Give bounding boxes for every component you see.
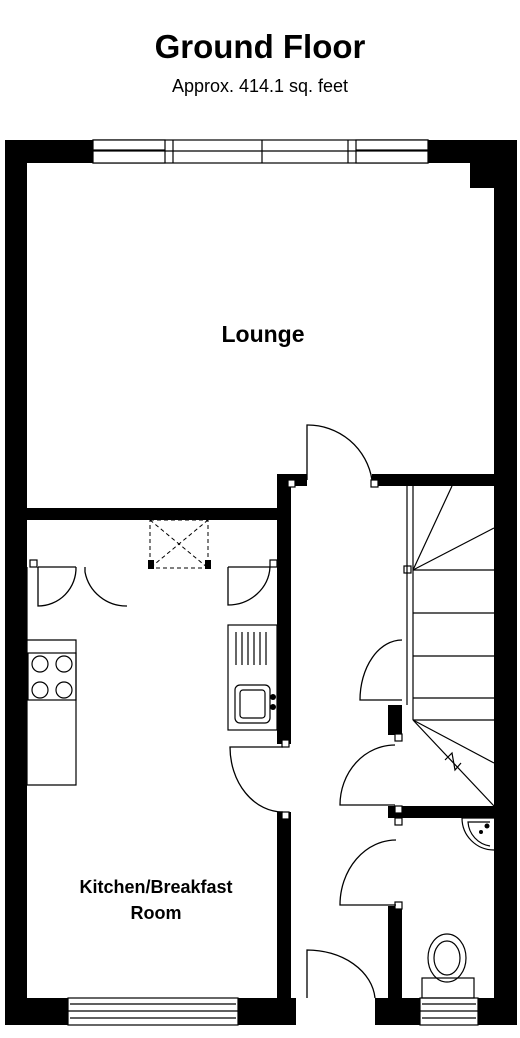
exterior-walls	[5, 140, 517, 1025]
toilet-icon	[421, 933, 475, 999]
room-label-kitchen-line1: Kitchen/Breakfast	[79, 877, 232, 897]
staircase	[406, 485, 495, 807]
floor-area: Approx. 414.1 sq. feet	[171, 76, 349, 96]
room-label-kitchen-line2: Room	[131, 903, 182, 923]
interior-walls	[27, 474, 494, 998]
windows	[67, 139, 479, 1026]
tap-icon	[270, 694, 276, 710]
door-jambs	[29, 479, 412, 910]
wc-basin-tap-icon	[479, 823, 490, 834]
room-label-lounge: Lounge	[221, 321, 304, 347]
cupboard-jambs	[148, 560, 211, 569]
floor-title: Ground Floor	[154, 28, 366, 65]
boiler-cupboard	[149, 519, 209, 569]
doors	[37, 424, 403, 999]
kitchen-counters	[26, 567, 278, 786]
wc-basin	[461, 817, 495, 851]
